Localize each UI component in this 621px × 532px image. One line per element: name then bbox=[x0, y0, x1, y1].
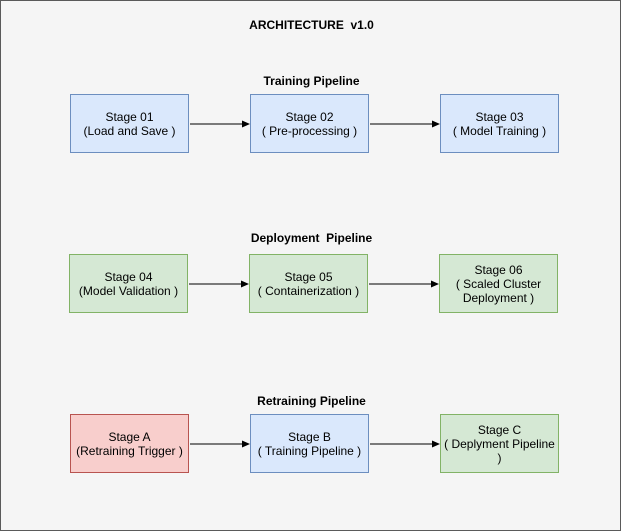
stage-06-node: Stage 06 ( Scaled Cluster Deployment ) bbox=[439, 254, 558, 313]
stage-02-label: Stage 02 bbox=[285, 109, 334, 124]
stage-04-node: Stage 04 (Model Validation ) bbox=[69, 254, 188, 313]
stage-c-node: Stage C ( Deplyment Pipeline ) bbox=[440, 414, 559, 473]
stage-a-node: Stage A (Retraining Trigger ) bbox=[70, 414, 189, 473]
stage-02-desc: ( Pre-processing ) bbox=[261, 123, 358, 138]
stage-b-node: Stage B ( Training Pipeline ) bbox=[250, 414, 369, 473]
stage-06-desc: ( Scaled Cluster Deployment ) bbox=[455, 276, 545, 305]
stage-01-desc: (Load and Save ) bbox=[83, 123, 176, 138]
stage-03-label: Stage 03 bbox=[475, 109, 524, 124]
stage-01-label: Stage 01 bbox=[105, 109, 154, 124]
stage-03-node: Stage 03 ( Model Training ) bbox=[440, 94, 559, 153]
stage-a-label: Stage A bbox=[108, 429, 151, 444]
stage-a-desc: (Retraining Trigger ) bbox=[76, 443, 183, 458]
stage-03-desc: ( Model Training ) bbox=[452, 123, 547, 138]
stage-b-label: Stage B bbox=[288, 429, 331, 444]
diagram-title: ARCHITECTURE v1.0 bbox=[249, 18, 374, 32]
stage-05-desc: ( Containerization ) bbox=[257, 283, 360, 298]
retraining-pipeline-title: Retraining Pipeline bbox=[257, 394, 366, 408]
stage-05-node: Stage 05 ( Containerization ) bbox=[249, 254, 368, 313]
stage-05-label: Stage 05 bbox=[284, 269, 333, 284]
stage-06-label: Stage 06 bbox=[474, 262, 523, 277]
stage-02-node: Stage 02 ( Pre-processing ) bbox=[250, 94, 369, 153]
deployment-pipeline-title: Deployment Pipeline bbox=[250, 231, 373, 245]
stage-01-node: Stage 01 (Load and Save ) bbox=[70, 94, 189, 153]
stage-04-desc: (Model Validation ) bbox=[78, 283, 179, 298]
training-pipeline-title: Training Pipeline bbox=[263, 74, 360, 88]
stage-c-desc: ( Deplyment Pipeline ) bbox=[444, 436, 559, 465]
stage-04-label: Stage 04 bbox=[104, 269, 153, 284]
stage-b-desc: ( Training Pipeline ) bbox=[257, 443, 362, 458]
stage-c-label: Stage C bbox=[477, 422, 522, 437]
